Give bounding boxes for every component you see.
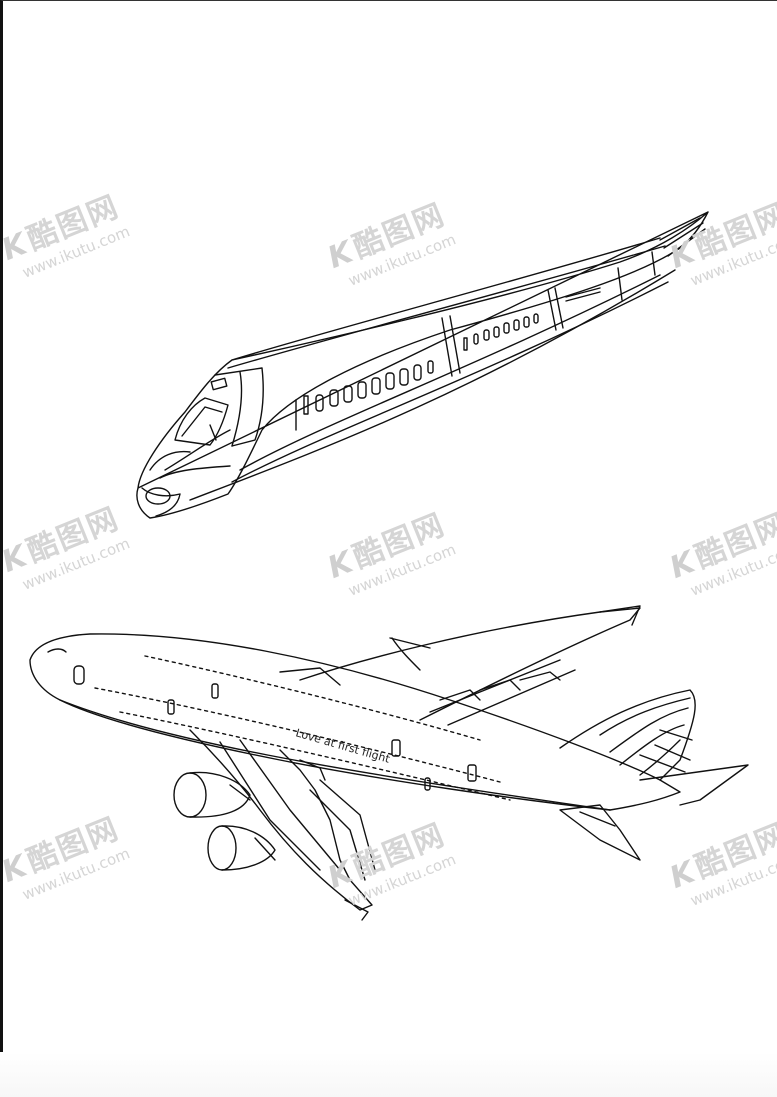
high-speed-train xyxy=(136,211,709,519)
livery-text: Love at first flight xyxy=(294,726,392,765)
airliner xyxy=(29,605,749,921)
bottom-margin xyxy=(0,1052,777,1097)
